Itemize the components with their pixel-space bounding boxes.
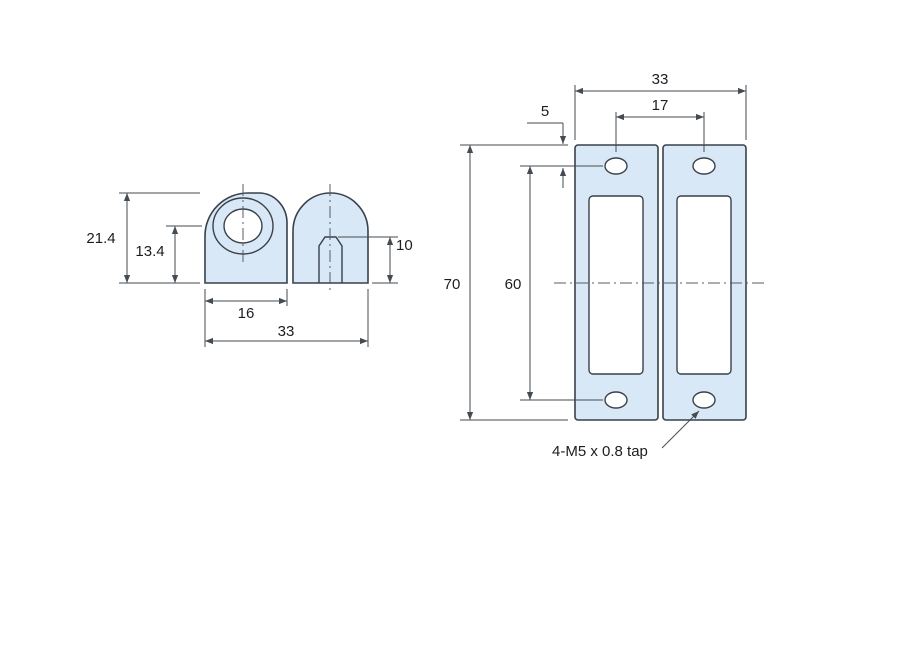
dim-front-overall-width: 33 xyxy=(574,71,747,140)
dim-text-front-edge-offset: 5 xyxy=(541,103,549,120)
tap-leader-arrow xyxy=(661,410,700,449)
dim-text-side-center-height: 13.4 xyxy=(135,243,164,260)
dim-text-front-hole-spacing-horizontal: 17 xyxy=(652,97,669,114)
dim-text-side-overall-width: 33 xyxy=(278,323,295,340)
tap-note-text: 4-M5 x 0.8 tap xyxy=(552,443,648,460)
tap-note: 4-M5 x 0.8 tap xyxy=(552,410,700,460)
dim-front-hole-spacing-vertical: 60 xyxy=(505,165,603,401)
mounting-hole-top-right xyxy=(692,157,716,175)
front-view: 33 17 5 70 60 xyxy=(444,71,766,460)
mounting-hole-top-left xyxy=(604,157,628,175)
dim-text-side-lobe-width: 16 xyxy=(238,305,255,322)
dim-side-notch-height: 10 xyxy=(338,236,413,284)
dim-side-lobe-width: 16 xyxy=(204,289,288,347)
dim-text-front-overall-height: 70 xyxy=(444,276,461,293)
mounting-hole-bottom-right xyxy=(692,391,716,409)
dim-side-overall-width: 33 xyxy=(205,289,369,347)
dim-text-front-overall-width: 33 xyxy=(652,71,669,88)
dim-side-center-height: 13.4 xyxy=(135,225,202,283)
dim-side-overall-height: 21.4 xyxy=(86,192,200,284)
dim-front-overall-height: 70 xyxy=(444,144,568,421)
side-view: 21.4 13.4 16 33 10 xyxy=(86,184,413,347)
slot-right xyxy=(676,195,732,375)
slot-left xyxy=(588,195,644,375)
dim-front-edge-offset: 5 xyxy=(527,103,567,188)
dim-text-side-notch-height: 10 xyxy=(396,237,413,254)
mounting-hole-bottom-left xyxy=(604,391,628,409)
dim-text-front-hole-spacing-vertical: 60 xyxy=(505,276,522,293)
dim-front-hole-spacing-horizontal: 17 xyxy=(615,97,705,152)
dim-text-side-overall-height: 21.4 xyxy=(86,230,115,247)
